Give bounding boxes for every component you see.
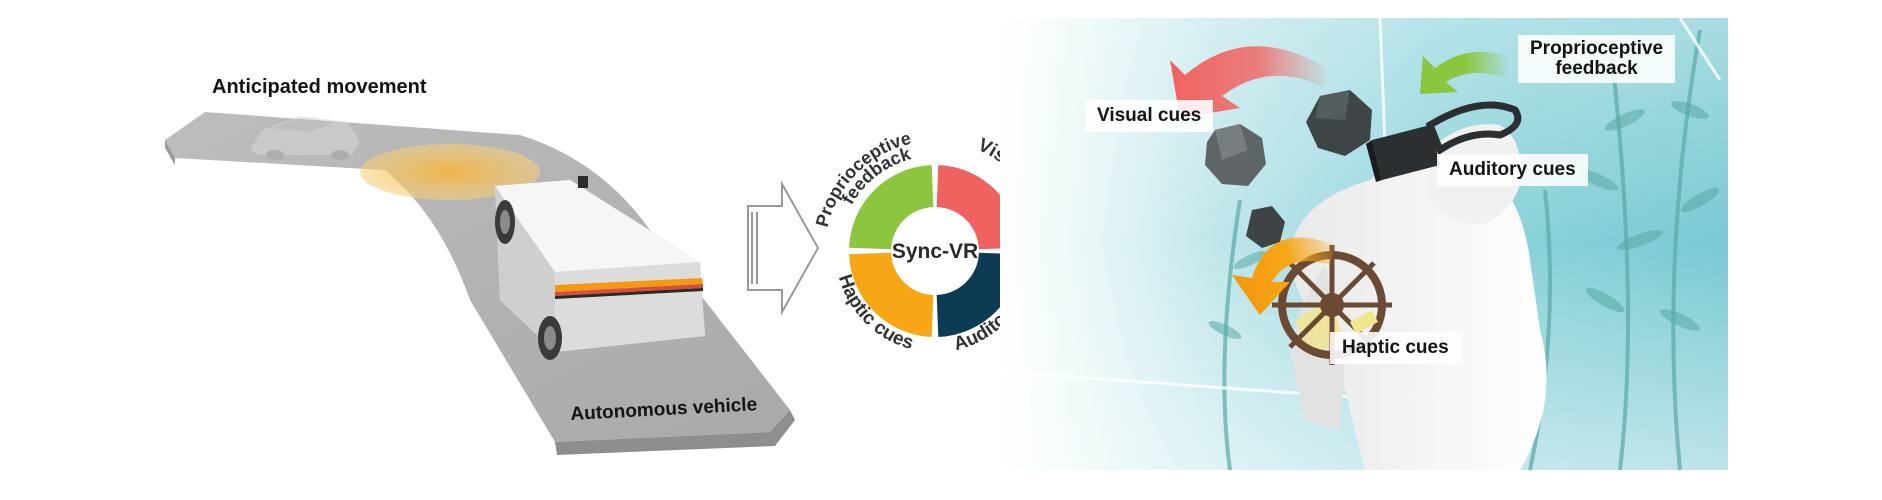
road-side [165,140,175,165]
road [165,112,790,442]
road-edge [555,410,795,455]
auditory-cues-label: Auditory cues [1437,154,1588,186]
road-scene [165,112,795,455]
haptic-highlight [1350,310,1378,334]
seaweed-background [1222,29,1702,471]
ring-segment-haptic [849,252,934,337]
floating-rocks [1205,90,1372,248]
anticipated-car [250,116,360,160]
autonomous-vehicle [495,176,705,360]
proprioceptive-feedback-label: Proprioceptive feedback [1518,35,1676,83]
visual-cues-label: Visual cues [1085,100,1214,132]
haptic-cues-label: Haptic cues [1330,332,1461,364]
vr-headset-icon [1366,101,1522,182]
vr-scene [999,17,1728,471]
flow-arrow-icon [747,180,820,316]
ring-segment-auditory [936,252,1021,337]
ring-center-label: Sync-VR [892,240,978,263]
anticipated-movement-label: Anticipated movement [212,76,427,98]
proprioceptive-line2: feedback [1555,57,1638,79]
haptic-cue-arrow [1232,237,1335,315]
proprioceptive-cue-arrow [1420,51,1510,94]
proprioceptive-line1: Proprioceptive [1530,38,1664,59]
ring-segment-proprioceptive [849,165,934,250]
sync-vr-ring [849,165,1021,337]
ring-segment-visual [936,165,1021,250]
seaweed-leaves [1208,101,1720,339]
